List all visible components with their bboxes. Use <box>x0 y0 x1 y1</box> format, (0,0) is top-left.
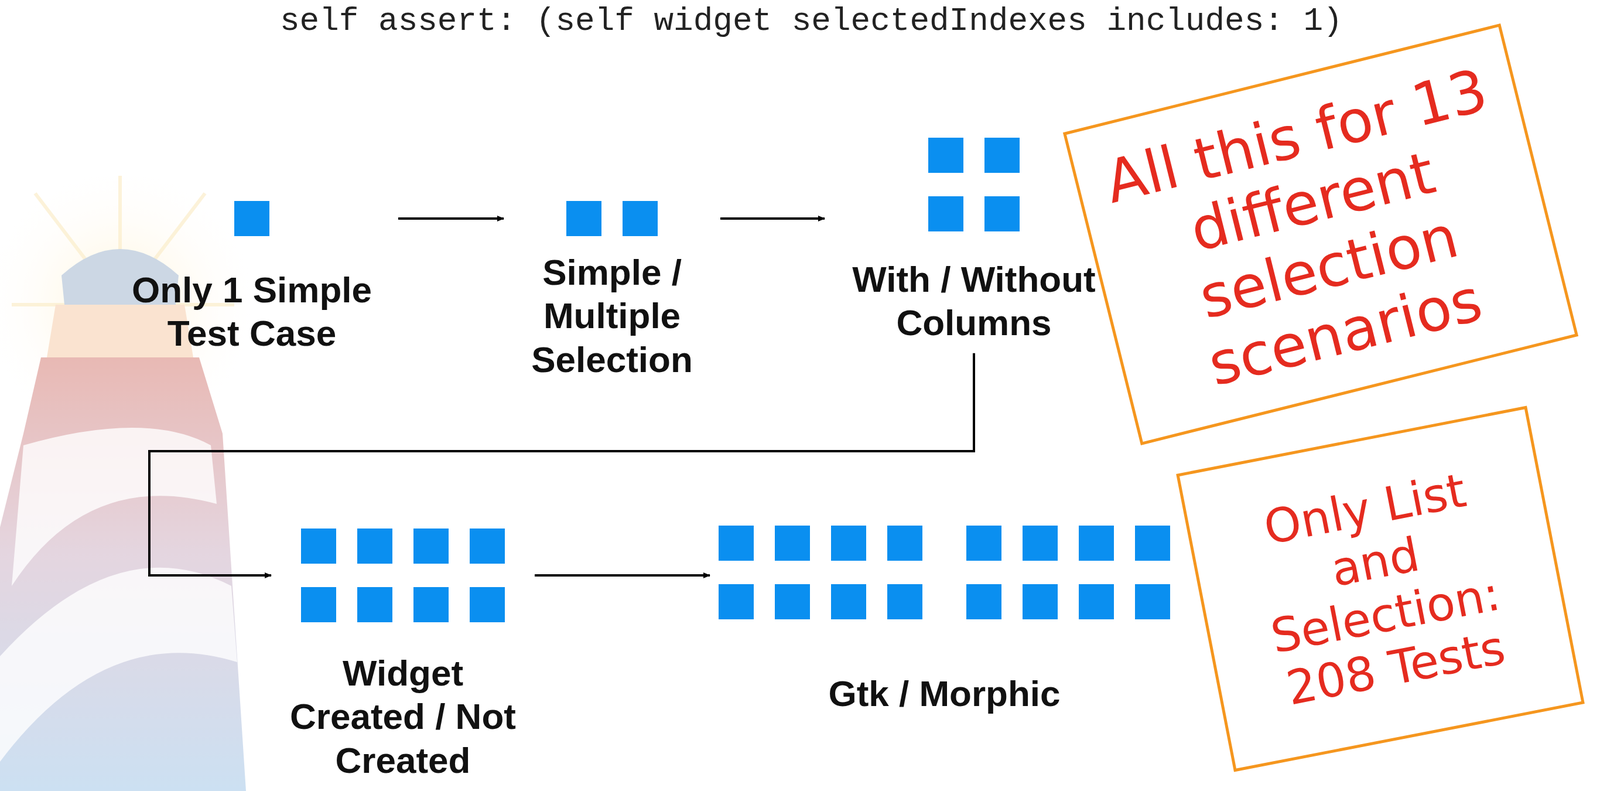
test-square <box>1078 583 1114 620</box>
square-row <box>718 583 1171 620</box>
test-square <box>469 586 505 622</box>
test-square <box>301 586 337 622</box>
test-squares <box>718 525 1171 620</box>
test-square <box>831 525 867 561</box>
test-square <box>566 200 602 237</box>
test-square <box>301 528 337 564</box>
test-square <box>718 525 754 561</box>
test-group: Widget Created / Not Created <box>279 528 526 782</box>
test-square <box>234 200 270 237</box>
test-square <box>357 528 393 564</box>
group-label: Gtk / Morphic <box>792 671 1097 716</box>
group-label: Simple / Multiple Selection <box>512 250 712 382</box>
test-square <box>1022 583 1058 620</box>
test-group: Simple / Multiple Selection <box>512 200 712 382</box>
test-square <box>966 525 1002 561</box>
test-square <box>966 583 1002 620</box>
flow-arrow <box>398 217 504 220</box>
test-squares <box>234 200 270 237</box>
test-square <box>1134 583 1171 620</box>
test-squares <box>301 528 505 622</box>
test-square <box>413 528 449 564</box>
test-square <box>984 196 1020 232</box>
group-label: With / Without Columns <box>833 257 1115 345</box>
callout-text: All this for 13 different selection scen… <box>1094 55 1547 414</box>
flow-arrow <box>534 573 710 577</box>
test-square <box>928 196 964 232</box>
test-group: Only 1 Simple Test Case <box>114 200 390 356</box>
test-square <box>413 586 449 622</box>
square-row <box>566 200 658 237</box>
lighthouse <box>0 169 255 791</box>
callout-text: Only List and Selection: 208 Tests <box>1210 453 1551 724</box>
square-row <box>928 137 1020 173</box>
test-square <box>357 586 393 622</box>
callout-note: All this for 13 different selection scen… <box>1062 23 1579 446</box>
callout-note: Only List and Selection: 208 Tests <box>1175 405 1585 772</box>
tower-stripe <box>0 567 238 762</box>
square-row <box>301 586 505 622</box>
square-row <box>718 525 1171 561</box>
test-square <box>718 583 754 620</box>
square-row <box>928 196 1020 232</box>
flow-arrow <box>720 217 825 220</box>
square-row <box>301 528 505 564</box>
test-square <box>774 525 810 561</box>
test-square <box>469 528 505 564</box>
test-square <box>1022 525 1058 561</box>
code-line: self assert: (self widget selectedIndexe… <box>279 2 1343 40</box>
test-square <box>622 200 658 237</box>
square-row <box>234 200 270 237</box>
test-squares <box>566 200 658 237</box>
test-square <box>1078 525 1114 561</box>
group-label: Only 1 Simple Test Case <box>114 268 390 356</box>
test-square <box>984 137 1020 173</box>
test-square <box>887 525 923 561</box>
test-square <box>831 583 867 620</box>
group-label: Widget Created / Not Created <box>279 651 526 782</box>
test-square <box>774 583 810 620</box>
test-square <box>1134 525 1171 561</box>
test-group: Gtk / Morphic <box>718 525 1171 716</box>
test-square <box>928 137 964 173</box>
test-square <box>887 583 923 620</box>
flow-arrow <box>149 353 974 576</box>
test-squares <box>928 137 1020 232</box>
